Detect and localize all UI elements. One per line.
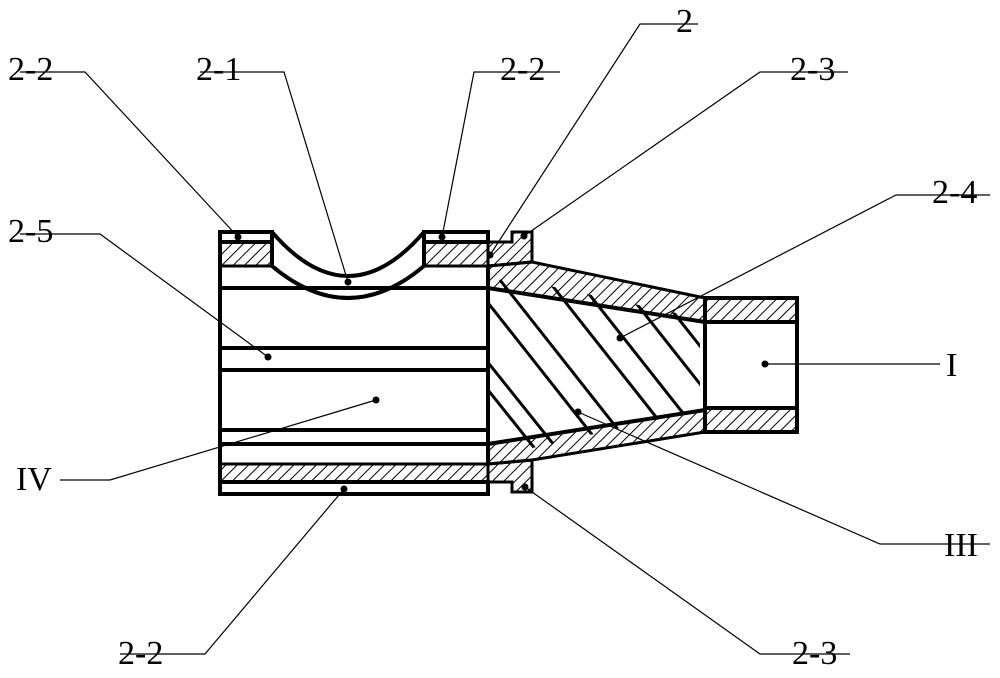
label-2-1: 2-1 — [196, 51, 241, 88]
leaders — [20, 24, 990, 654]
label-2-4: 2-4 — [932, 174, 977, 211]
label-2-5: 2-5 — [8, 213, 53, 250]
left-housing — [220, 232, 488, 494]
labels: 2-2 2-1 2-2 2 2-3 2-4 2-5 I IV III 2-2 2… — [8, 3, 978, 672]
bottom-hatched-wall — [220, 464, 488, 482]
label-2-3-top: 2-3 — [790, 51, 835, 88]
label-I: I — [946, 347, 957, 384]
top-left-hatched-wall — [220, 242, 272, 266]
top-right-hatched-wall — [424, 242, 488, 266]
label-2-2-top-left: 2-2 — [8, 51, 53, 88]
label-III: III — [944, 527, 978, 564]
label-2-2-bottom: 2-2 — [118, 635, 163, 672]
label-IV: IV — [16, 461, 52, 498]
label-2: 2 — [676, 3, 693, 40]
label-2-2-top: 2-2 — [500, 51, 545, 88]
outlet-tube — [705, 298, 797, 432]
saddle-outer-curve — [272, 232, 424, 276]
label-2-3-bottom: 2-3 — [792, 635, 837, 672]
